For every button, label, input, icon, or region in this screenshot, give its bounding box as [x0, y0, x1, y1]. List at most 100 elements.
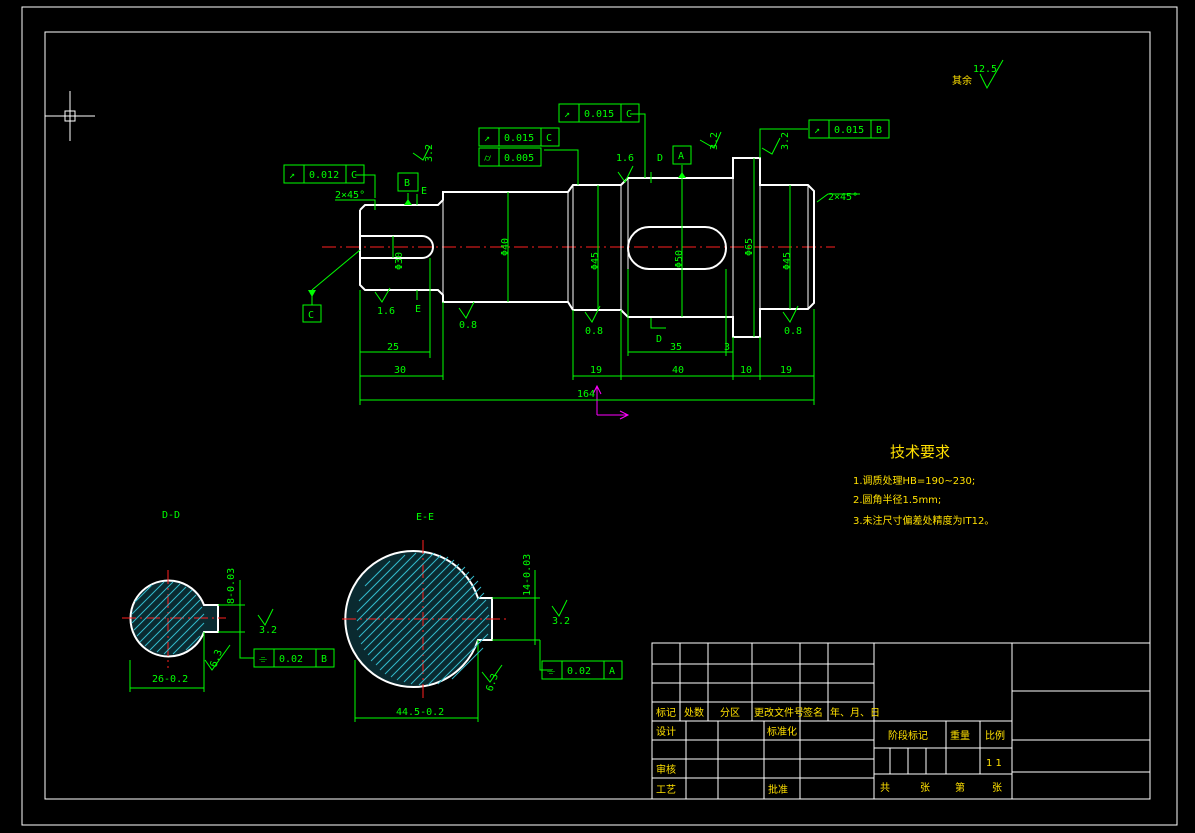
- section-dd: [122, 570, 274, 692]
- dim-25: 25: [387, 342, 399, 353]
- section-e-bottom: E: [415, 304, 421, 315]
- roughness-symbols: [374, 59, 1004, 323]
- frame-symbol-icon: ↗: [484, 133, 490, 144]
- tb-h2: 分区: [720, 707, 740, 719]
- frame-value: 0.005: [504, 153, 534, 164]
- tb-sheet-0: 共: [880, 782, 890, 794]
- rough-32-a: 3.2: [424, 144, 435, 162]
- frame-datum: A: [609, 666, 615, 677]
- rough-125: 12.5: [973, 64, 997, 75]
- tb-process: 工艺: [656, 784, 676, 796]
- tb-weight: 重量: [950, 729, 970, 742]
- section-hatching: [131, 552, 490, 686]
- frame-datum: B: [321, 654, 327, 665]
- dim-3: 3: [724, 342, 730, 353]
- datum-a-label: A: [678, 151, 684, 162]
- crosshair-cursor: [45, 91, 95, 141]
- rough-other-label: 其余: [952, 74, 972, 87]
- frame-datum: C: [351, 170, 357, 181]
- frame-symbol-icon: ↗: [564, 109, 570, 120]
- rough-16-top: 1.6: [616, 153, 634, 164]
- frame-datum: B: [876, 125, 882, 136]
- dim-30: 30: [394, 365, 406, 376]
- frame-value: 0.015: [584, 109, 614, 120]
- tb-h1: 处数: [684, 706, 704, 719]
- frame-symbol-icon: ⌯: [547, 666, 555, 677]
- dimension-lines: [308, 113, 860, 405]
- dim-10: 10: [740, 365, 752, 376]
- dia-45-left: Φ45: [590, 252, 601, 270]
- section-d-bottom: D: [656, 334, 662, 345]
- dd-key: 8-0.03: [226, 568, 237, 604]
- dd-rough-32: 3.2: [259, 625, 277, 636]
- tb-h4: 签名: [803, 706, 823, 719]
- section-ee-title: E-E: [416, 512, 434, 523]
- tb-h0: 标记: [656, 707, 676, 719]
- tech-item-3: 3.未注尺寸偏差处精度为IT12。: [853, 514, 994, 527]
- section-e-top: E: [421, 186, 427, 197]
- section-d-top: D: [657, 153, 663, 164]
- dia-65: Φ65: [744, 238, 755, 256]
- dia-40: Φ40: [500, 238, 511, 256]
- tb-standardize: 标准化: [767, 725, 797, 738]
- datum-b-label: B: [404, 178, 410, 189]
- frame-symbol-icon: ⌯: [259, 654, 267, 665]
- frame-symbol-icon: ↗: [814, 125, 820, 136]
- tb-sheet-3: 张: [992, 782, 1002, 794]
- tb-h3: 更改文件号: [754, 706, 804, 719]
- dia-45-right: Φ45: [782, 252, 793, 270]
- dim-19-left: 19: [590, 365, 602, 376]
- chamfer-left: 2×45°: [335, 190, 365, 201]
- dd-width: 26-0.2: [152, 674, 188, 685]
- dim-164: 164: [577, 389, 595, 400]
- tech-requirements: 技术要求 1.调质处理HB=190~230; 2.圆角半径1.5mm; 3.未注…: [853, 443, 994, 527]
- dim-35: 35: [670, 342, 682, 353]
- datum-c-label: C: [308, 310, 314, 321]
- frame-value: 0.012: [309, 170, 339, 181]
- rough-32-c: 3.2: [780, 132, 791, 150]
- frame-datum: C: [546, 133, 552, 144]
- dim-19-right: 19: [780, 365, 792, 376]
- annotation-text: 2×45° 2×45° E E D D 1.6 0.8 0.8 0.8 1.6 …: [152, 64, 997, 718]
- frame-value: 0.015: [504, 133, 534, 144]
- title-block-text: 标记 处数 分区 更改文件号 签名 年、月、日 设计 标准化 阶段标记 重量 比…: [656, 706, 1005, 796]
- title-block-grid: [651, 642, 1151, 800]
- tb-scale: 比例: [985, 729, 1005, 742]
- frame-value: 0.02: [567, 666, 591, 677]
- frame-symbol-icon: ↗: [289, 170, 295, 181]
- frame-value: 0.015: [834, 125, 864, 136]
- ee-width: 44.5-0.2: [396, 707, 444, 718]
- ee-rough-32: 3.2: [552, 616, 570, 627]
- tb-approve: 批准: [768, 783, 788, 796]
- ee-rough-63: 6.3: [484, 672, 501, 693]
- frame-datum: C: [626, 109, 632, 120]
- tech-title: 技术要求: [890, 443, 950, 461]
- section-dd-title: D-D: [162, 510, 180, 521]
- frame-value: 0.02: [279, 654, 303, 665]
- shaft-outline: [359, 157, 815, 338]
- dia-50: Φ50: [674, 250, 685, 268]
- rough-08-c: 0.8: [784, 326, 802, 337]
- rough-08-b: 0.8: [585, 326, 603, 337]
- tb-h5: 年、月、日: [830, 706, 880, 719]
- ee-key: 14-0.03: [522, 554, 533, 596]
- tb-sheet-1: 张: [920, 782, 930, 794]
- tb-stage-mark: 阶段标记: [888, 729, 928, 742]
- tb-design: 设计: [656, 725, 676, 738]
- tech-item-2: 2.圆角半径1.5mm;: [853, 493, 941, 506]
- rough-32-b: 3.2: [709, 132, 720, 150]
- dim-40: 40: [672, 365, 684, 376]
- tb-review: 审核: [656, 763, 676, 776]
- inner-border: [44, 31, 1151, 800]
- ucs-icon: [592, 384, 630, 420]
- rough-16-left: 1.6: [377, 306, 395, 317]
- datum-boxes: B A C: [302, 145, 692, 323]
- tb-sheet-2: 第: [955, 781, 965, 794]
- outer-border: [21, 6, 1178, 826]
- tb-scale-value: 1 1: [986, 758, 1002, 769]
- dd-rough-63: 6.3: [208, 648, 225, 669]
- rough-08-a: 0.8: [459, 320, 477, 331]
- chamfer-right: 2×45°: [828, 192, 858, 203]
